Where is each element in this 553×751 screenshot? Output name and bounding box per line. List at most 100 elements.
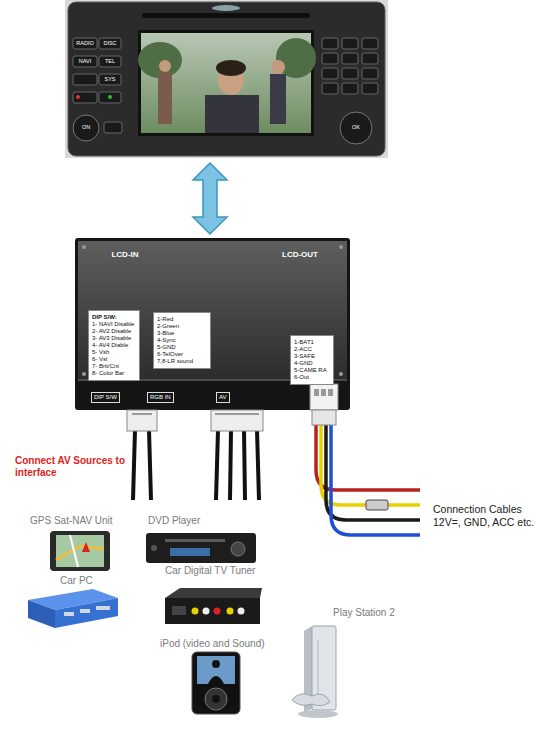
gps-unit-picture (70, 535, 78, 567)
pin-label: 1- NAVI Disable (92, 321, 136, 328)
head-unit-photo (271, 60, 285, 74)
ipod-picture (212, 695, 220, 703)
av-cables (215, 413, 259, 415)
head-unit-photo (322, 53, 338, 64)
head-unit-photo (73, 56, 97, 67)
av-cables (230, 430, 231, 500)
pin-label: 5-CAME RA (294, 367, 330, 374)
head-unit-photo (322, 38, 338, 49)
pin-label: 5- Vsh (92, 349, 136, 356)
car-pc: Car PC (60, 575, 93, 587)
playstation-picture (292, 626, 338, 718)
dvd-player-picture (231, 542, 245, 556)
head-unit-photo (108, 95, 112, 99)
button-label: TEL (99, 56, 121, 67)
ipod-picture (192, 652, 240, 714)
head-unit-photo (362, 83, 378, 94)
gps-unit-picture (50, 531, 110, 571)
pin-label: 5-GND (157, 344, 207, 351)
pin-label: 7- Brit/Cnt (92, 363, 136, 370)
head-unit-photo (342, 38, 358, 49)
interface-box-photo (82, 245, 86, 249)
head-unit-photo (73, 115, 99, 141)
playstation: Play Station 2 (333, 607, 395, 619)
pin-label: 3-Blue (157, 330, 207, 337)
head-unit-photo (342, 68, 358, 79)
av-cables (127, 410, 263, 500)
pin-label: 4-Sync (157, 337, 207, 344)
car-pc-picture (80, 609, 90, 613)
port-label: RGB IN (147, 392, 174, 403)
head-unit-photo (362, 68, 378, 79)
ipod-picture (192, 652, 240, 714)
double-arrow (193, 163, 227, 234)
interface-box-photo (75, 238, 350, 410)
head-unit-photo (322, 68, 338, 79)
interface-box-photo (339, 372, 343, 376)
power-cables (312, 410, 336, 425)
button-label: SYS (99, 74, 121, 85)
interface-box-photo (339, 245, 343, 249)
pin-label: 1-Red (157, 316, 207, 323)
pin-label: 8- Color Bar (92, 370, 136, 377)
playstation-picture (298, 710, 338, 718)
device-label: Play Station 2 (333, 607, 395, 619)
head-unit-photo (73, 92, 97, 103)
playstation-picture (318, 640, 319, 700)
head-unit-photo (76, 95, 80, 99)
head-unit-photo (212, 5, 240, 11)
gps-unit-picture (82, 542, 90, 552)
pin-label: 1-BAT1 (294, 339, 330, 346)
head-unit-photo (362, 53, 378, 64)
power-pin-panel: 1-BAT12-ACC3-SAFE4-GND5-CAME RA6-Out (290, 335, 334, 385)
dvd-player-picture (165, 539, 225, 542)
head-unit-photo (142, 13, 310, 18)
dvd-player-picture (170, 548, 210, 556)
port-label: AV (216, 392, 230, 403)
av-cables (132, 413, 152, 415)
head-unit-photo (99, 56, 121, 67)
car-pc-picture (64, 612, 74, 616)
rgb-pin-panel: 1-Red2-Green3-Blue4-Sync5-GND6-TelOver7,… (153, 312, 211, 369)
port-heading: LCD-OUT (270, 250, 330, 260)
av-cables (216, 430, 218, 500)
head-unit-photo (270, 74, 286, 124)
power-cables (328, 389, 333, 396)
ipod-picture (205, 688, 227, 710)
head-unit-photo (73, 74, 97, 85)
tv-tuner-picture (238, 608, 245, 615)
dvd-player-picture (146, 533, 256, 563)
head-unit-photo (68, 2, 385, 156)
gps-unit-picture (50, 531, 110, 571)
tv-tuner: Car Digital TV Tuner (165, 565, 255, 577)
car-pc-picture (96, 606, 110, 610)
power-cables (366, 500, 388, 510)
power-cables (310, 384, 338, 410)
cable-note: Connection Cables 12V=, GND, ACC etc. (433, 503, 545, 529)
head-unit-photo (99, 38, 121, 49)
button-label: OK (344, 122, 368, 133)
av-cables (133, 430, 135, 500)
tv-tuner-picture (227, 608, 234, 615)
dip-switch-panel: DIP S/W:1- NAVI Disable2- AV2 Disable3- … (88, 310, 140, 381)
car-pc-picture (28, 600, 55, 628)
power-cables (331, 425, 420, 535)
gps-unit-picture (56, 535, 104, 567)
pin-label: 2- AV2 Disable (92, 328, 136, 335)
head-unit-photo (65, 0, 388, 158)
car-pc-picture (55, 598, 118, 628)
playstation-picture (292, 694, 330, 706)
port-label: DIP S/W (91, 392, 120, 403)
device-label: GPS Sat-NAV Unit (30, 515, 113, 527)
power-cables (314, 389, 319, 396)
power-cables (326, 425, 420, 520)
pin-label: DIP S/W: (92, 314, 136, 321)
gps-unit: GPS Sat-NAV Unit (30, 515, 113, 527)
ipod-picture (212, 660, 220, 668)
interface-box: LCD-INLCD-OUTDIP S/W:1- NAVI Disable2- A… (75, 238, 350, 410)
av-cables (149, 430, 151, 500)
device-label: Car Digital TV Tuner (165, 565, 255, 577)
